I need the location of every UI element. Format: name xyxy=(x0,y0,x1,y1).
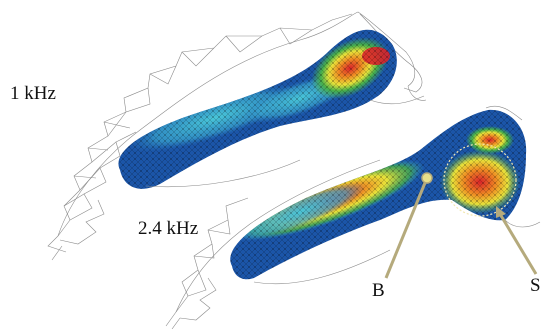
label-b: B xyxy=(372,281,385,300)
pointer-b-dot xyxy=(422,173,432,183)
label-2-4-khz: 2.4 kHz xyxy=(138,219,198,238)
label-s: S xyxy=(530,276,541,295)
label-1-khz: 1 kHz xyxy=(10,84,56,103)
pointer-s-line xyxy=(500,214,536,274)
